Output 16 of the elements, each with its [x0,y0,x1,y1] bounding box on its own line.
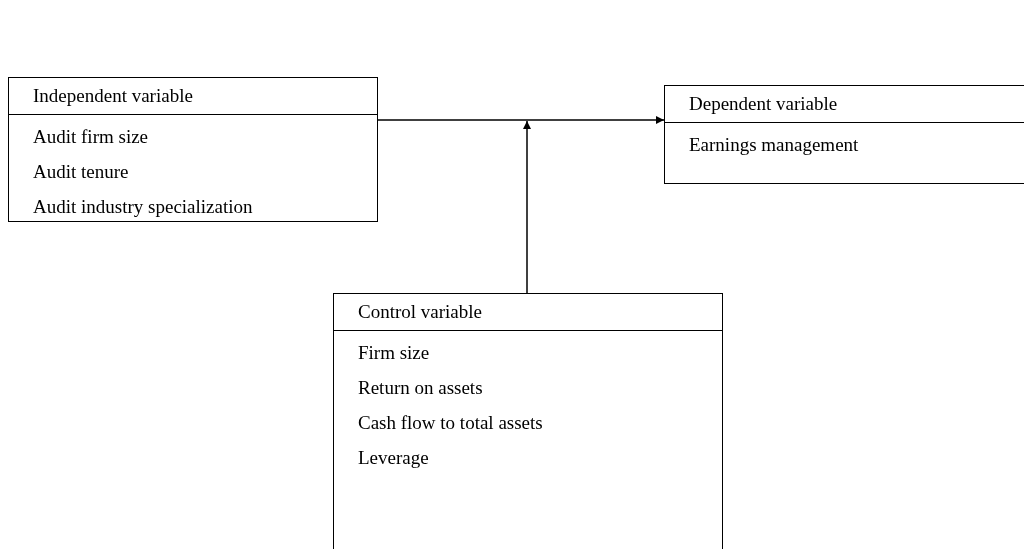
box-heading: Dependent variable [665,86,1024,123]
arrow [523,120,531,294]
arrow [377,116,665,124]
variable-box [664,85,1024,184]
list-item: Cash flow to total assets [357,411,544,435]
box-heading: Control variable [334,294,722,331]
variable-box [8,77,378,222]
list-item: Audit tenure [32,160,130,184]
list-item: Firm size [357,341,431,365]
box-heading: Independent variable [9,78,377,115]
list-item: Leverage [357,446,430,470]
list-item: Audit industry specialization [32,195,254,219]
variable-box [333,293,723,549]
list-item: Audit firm size [32,125,150,149]
list-item: Earnings management [688,133,860,157]
list-item: Return on assets [357,376,484,400]
